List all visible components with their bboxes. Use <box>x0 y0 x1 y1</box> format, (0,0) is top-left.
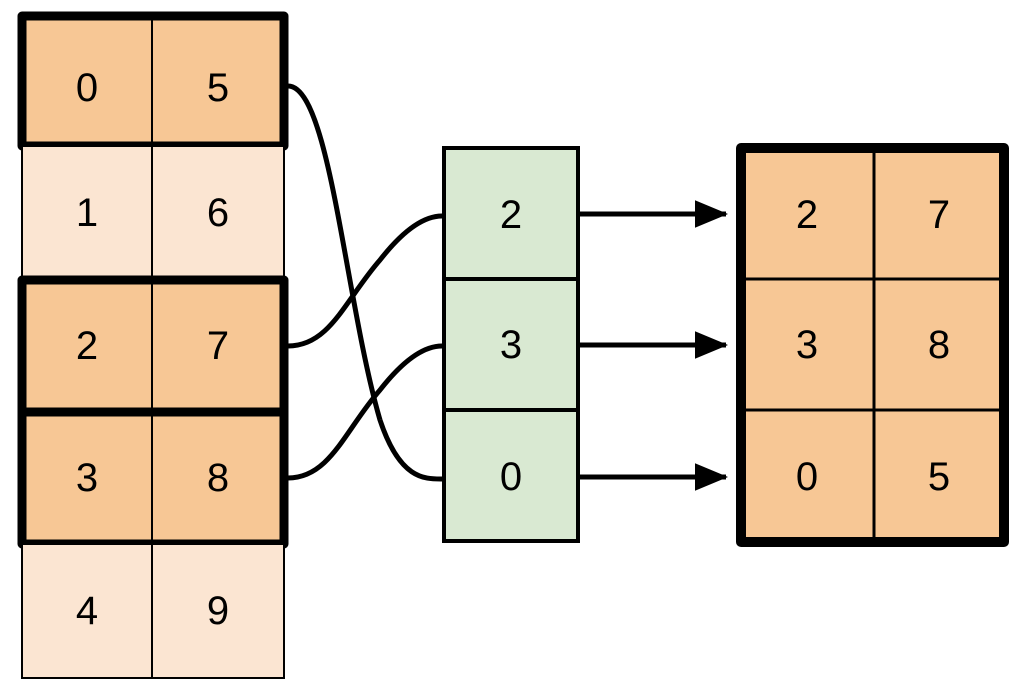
source-row-1[interactable]: 1 6 <box>21 145 285 279</box>
curve-source-row0-to-index2 <box>285 83 445 482</box>
result-cell-2-1[interactable] <box>872 408 1006 544</box>
result-array: 2 7 3 8 0 5 <box>736 143 1009 547</box>
curve-source-row3-to-index1 <box>285 343 445 481</box>
source-cell-2-0[interactable] <box>21 279 153 413</box>
result-cell-1-1[interactable] <box>872 277 1006 412</box>
index-array: 2 3 0 <box>442 146 580 543</box>
source-row-4[interactable]: 4 9 <box>21 543 285 679</box>
source-row-3[interactable]: 3 8 <box>21 411 285 545</box>
source-cell-4-0[interactable] <box>21 543 153 679</box>
source-cell-4-1[interactable] <box>151 543 285 679</box>
index-cell-2[interactable] <box>442 408 580 543</box>
source-array: 0 5 1 6 2 7 3 8 <box>17 11 289 679</box>
source-cell-3-1[interactable] <box>151 411 285 545</box>
source-cell-1-0[interactable] <box>21 145 153 279</box>
index-cell-1[interactable] <box>442 277 580 412</box>
result-cell-0-0[interactable] <box>739 146 876 281</box>
source-cell-3-0[interactable] <box>21 411 153 545</box>
curved-connectors <box>285 83 445 482</box>
source-cell-0-0[interactable] <box>21 15 153 147</box>
result-cell-1-0[interactable] <box>739 277 876 412</box>
result-array-outline <box>736 143 1009 547</box>
result-arrows <box>580 200 729 491</box>
source-cell-0-1[interactable] <box>151 15 285 147</box>
result-cell-0-1[interactable] <box>872 146 1006 281</box>
source-row-2[interactable]: 2 7 <box>21 279 285 413</box>
result-cell-2-0[interactable] <box>739 408 876 544</box>
curve-source-row2-to-index0 <box>285 213 445 349</box>
source-cell-1-1[interactable] <box>151 145 285 279</box>
index-cell-0[interactable] <box>442 146 580 281</box>
source-row-0[interactable]: 0 5 <box>17 11 289 151</box>
source-cell-2-1[interactable] <box>151 279 285 413</box>
